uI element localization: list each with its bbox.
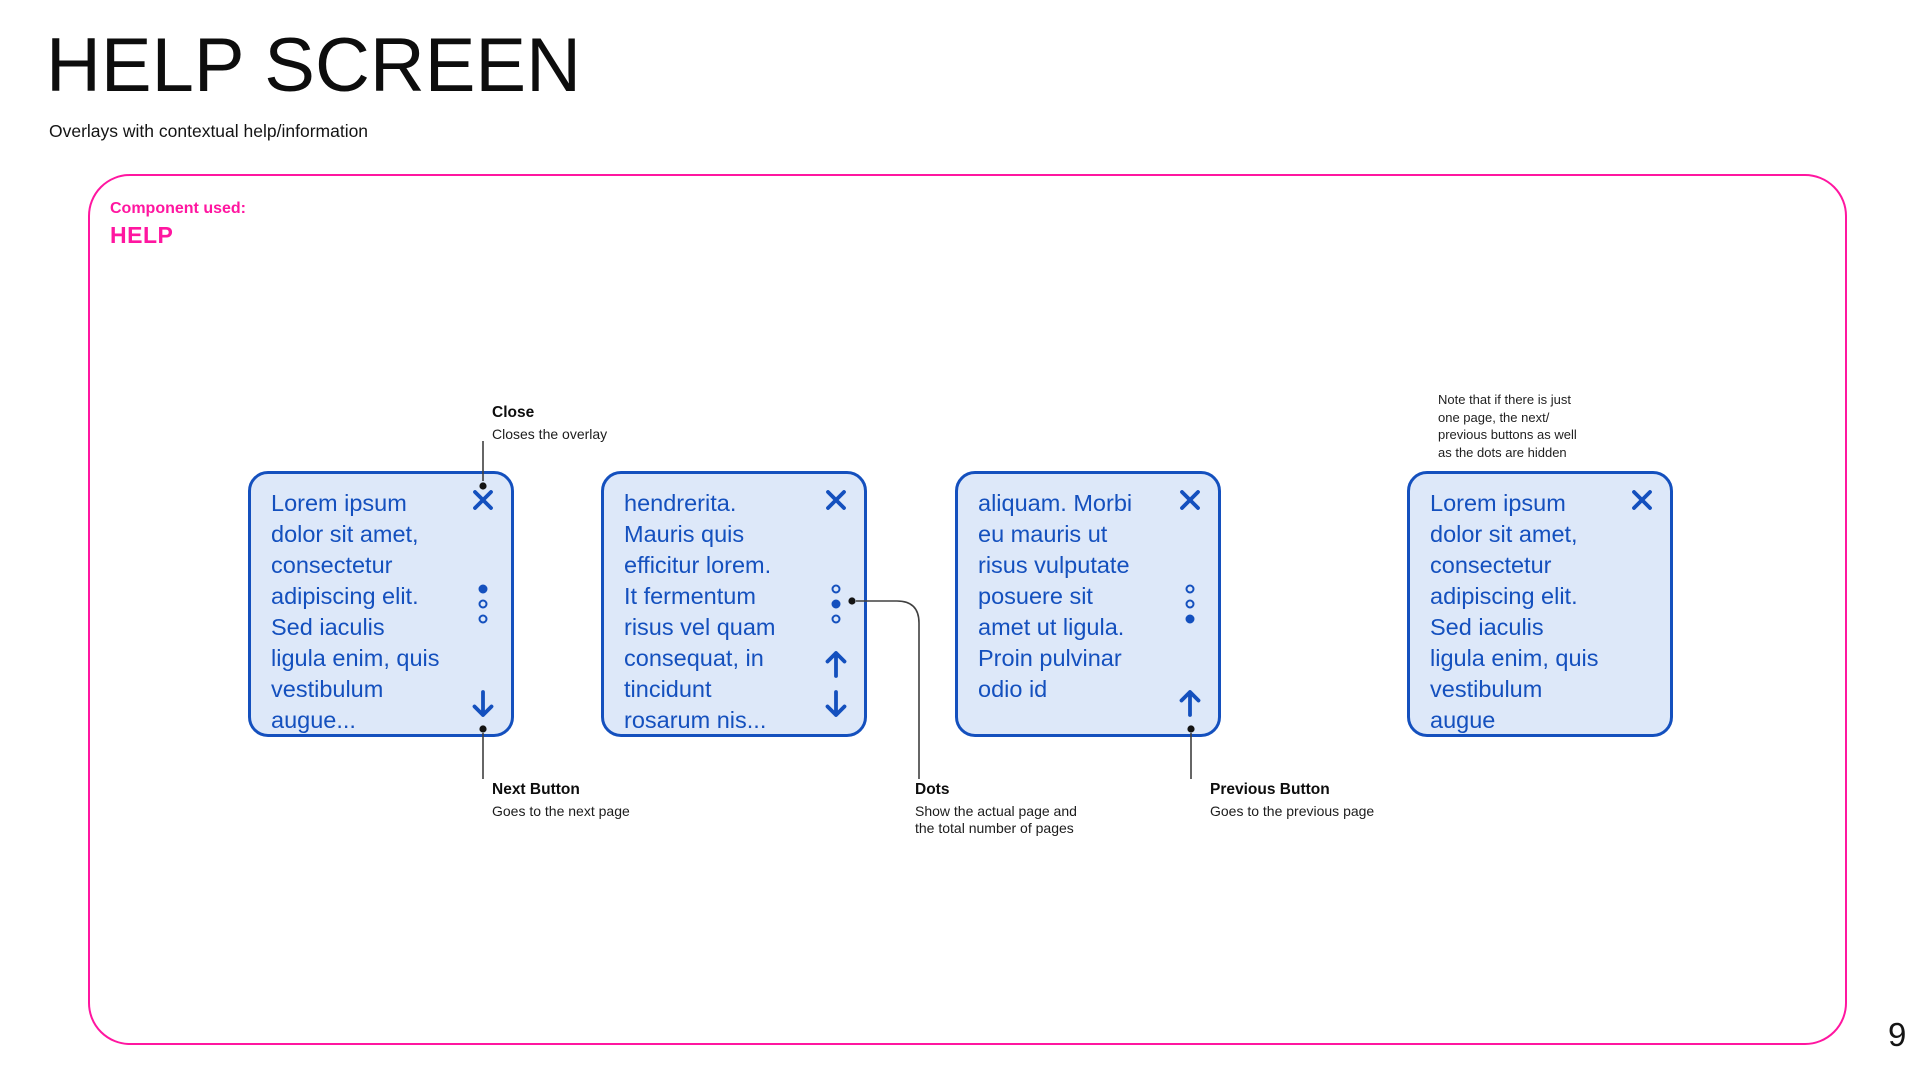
page-dot-active — [831, 599, 841, 609]
help-overlay-card-3: aliquam. Morbi eu mauris ut risus vulput… — [955, 471, 1221, 737]
component-name: HELP — [110, 222, 174, 248]
page-dot — [831, 614, 841, 624]
arrow-up-icon — [1179, 690, 1201, 717]
page-dots-indicator — [1185, 584, 1195, 624]
annotation-title: Previous Button — [1210, 781, 1330, 798]
card-controls-column — [1162, 474, 1218, 734]
next-button[interactable] — [472, 689, 494, 718]
card-controls-column — [808, 474, 864, 734]
help-overlay-card-2: hendrerita. Mauris quis efficitur lorem.… — [601, 471, 867, 737]
arrow-buttons — [1179, 689, 1201, 718]
previous-button[interactable] — [1179, 689, 1201, 718]
annotation-title: Close — [492, 404, 535, 421]
annotation-desc: Show the actual page and the total numbe… — [915, 803, 1077, 836]
x-icon — [1180, 490, 1200, 510]
help-overlay-card-1: Lorem ipsum dolor sit amet, consectetur … — [248, 471, 514, 737]
annotation-title: Dots — [915, 781, 950, 798]
arrow-buttons — [825, 650, 847, 718]
x-icon — [473, 490, 493, 510]
component-panel — [88, 174, 1847, 1045]
page-subtitle: Overlays with contextual help/informatio… — [49, 121, 369, 141]
close-button[interactable] — [1178, 488, 1202, 512]
close-button[interactable] — [1630, 488, 1654, 512]
next-button[interactable] — [825, 689, 847, 718]
previous-button[interactable] — [825, 650, 847, 679]
annotation-desc: Closes the overlay — [492, 426, 608, 442]
arrow-buttons — [472, 689, 494, 718]
x-icon — [826, 490, 846, 510]
annotation-previous-button: Previous Button Goes to the previous pag… — [1210, 781, 1374, 820]
help-card-text: Lorem ipsum dolor sit amet, consectetur … — [271, 490, 440, 733]
help-card-text: aliquam. Morbi eu mauris ut risus vulput… — [978, 490, 1133, 702]
close-button[interactable] — [471, 488, 495, 512]
page-dot-active — [478, 584, 488, 594]
page-dot-active — [1185, 614, 1195, 624]
page-title: HELP SCREEN — [46, 23, 582, 108]
page-dot — [1185, 599, 1195, 609]
help-card-text: hendrerita. Mauris quis efficitur lorem.… — [624, 490, 776, 733]
page-dot — [478, 614, 488, 624]
card-controls-column — [455, 474, 511, 734]
annotation-desc: Goes to the previous page — [1210, 803, 1375, 819]
page-dot — [831, 584, 841, 594]
arrow-up-icon — [825, 651, 847, 678]
page-dot — [478, 599, 488, 609]
help-card-text: Lorem ipsum dolor sit amet, consectetur … — [1430, 490, 1599, 733]
annotation-desc: Goes to the next page — [492, 803, 630, 819]
annotation-close: Close Closes the overlay — [492, 404, 607, 443]
arrow-down-icon — [472, 690, 494, 717]
x-icon — [1632, 490, 1652, 510]
annotation-next-button: Next Button Goes to the next page — [492, 781, 630, 820]
help-overlay-card-single-page: Lorem ipsum dolor sit amet, consectetur … — [1407, 471, 1673, 737]
component-used-label: Component used: — [110, 200, 246, 217]
card-controls-column — [1614, 474, 1670, 734]
arrow-down-icon — [825, 690, 847, 717]
page-dots-indicator — [831, 584, 841, 624]
annotation-dots: Dots Show the actual page and the total … — [915, 781, 1077, 836]
single-page-note: Note that if there is just one page, the… — [1438, 392, 1577, 460]
page-dots-indicator — [478, 584, 488, 624]
page-dot — [1185, 584, 1195, 594]
page-number: 9 — [1888, 1016, 1907, 1053]
annotation-title: Next Button — [492, 781, 580, 798]
close-button[interactable] — [824, 488, 848, 512]
